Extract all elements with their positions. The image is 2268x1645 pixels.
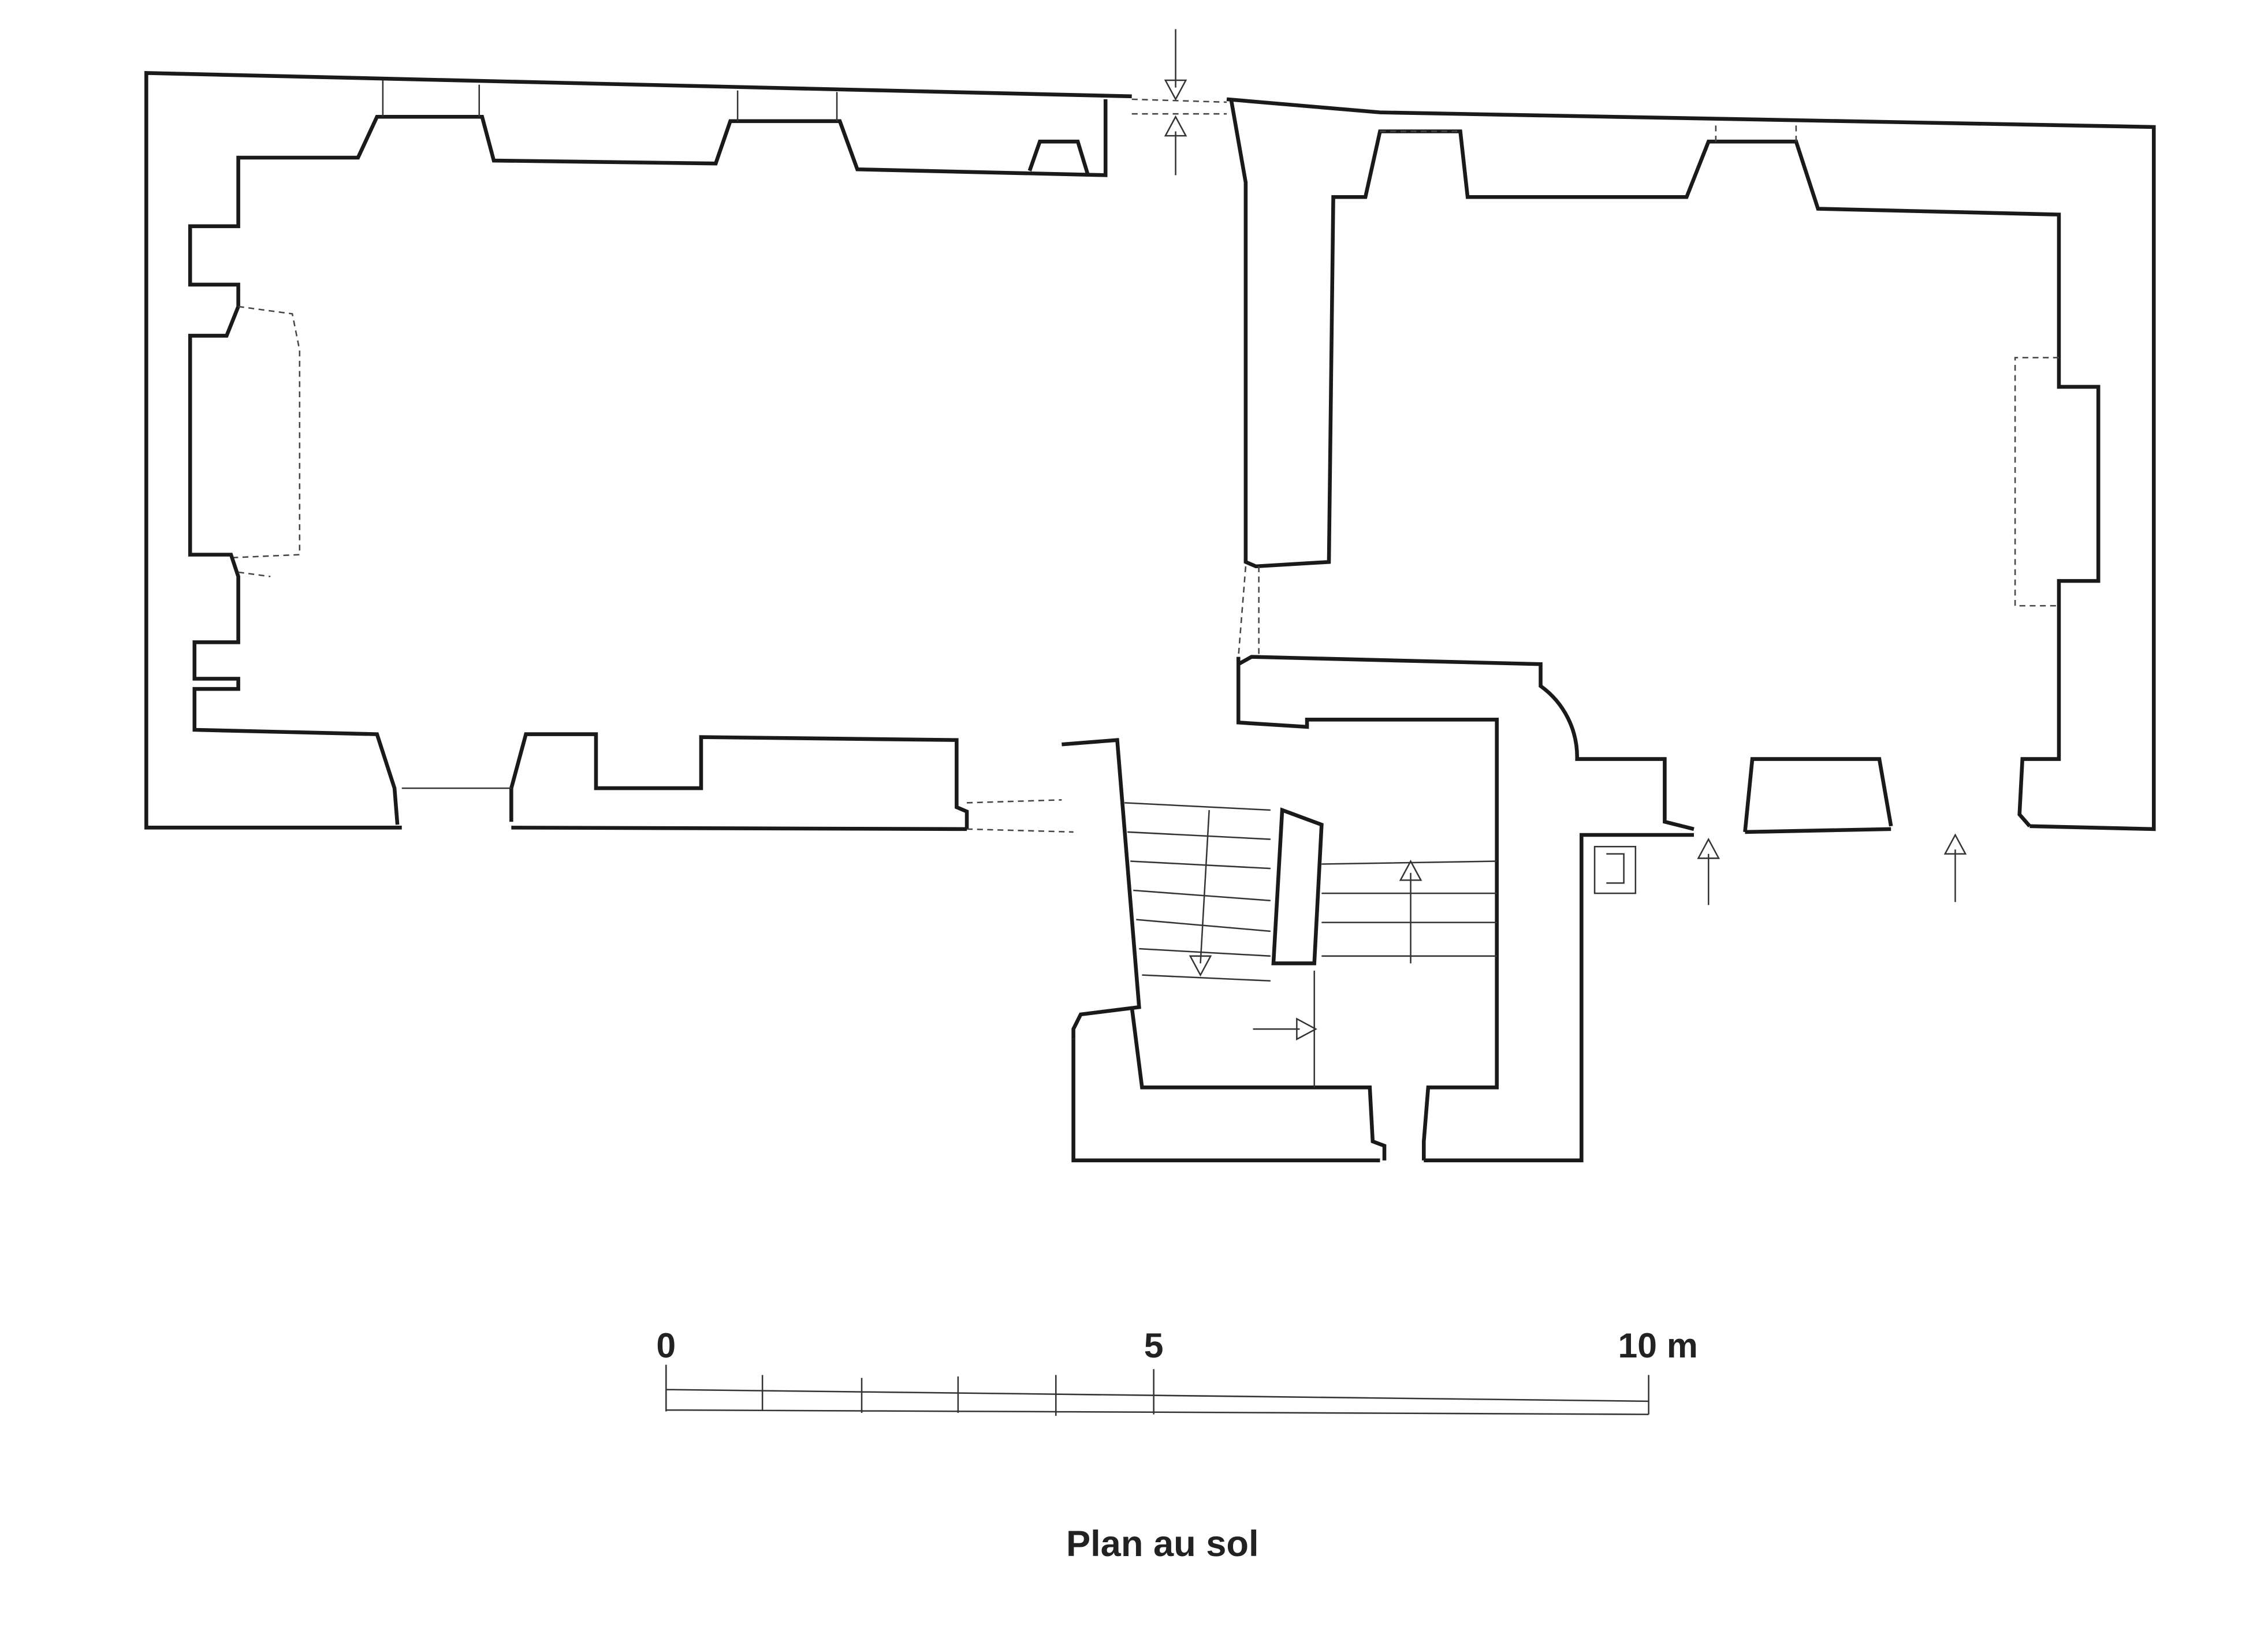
right-room-inner-wall [1229,99,2101,833]
left-room-inner-wall [188,99,1108,829]
scale-bar-lines [665,1364,1649,1416]
window-niche [1027,139,1090,176]
stair-steps [1124,802,1497,1088]
corner-niche [1593,845,1637,894]
arrow-down [1189,810,1212,977]
corridor-wall [1236,655,1695,1161]
scale-label-5: 5 [1144,1326,1164,1365]
right-building-outer-wall [1071,97,2156,1163]
scale-label-10m: 10 m [1618,1326,1698,1365]
plan-title: Plan au sol [1066,1524,1259,1564]
entry-arrows [1164,29,1967,905]
left-window-sills [382,80,838,789]
left-building [144,71,1227,833]
scale-bar: 0 5 10 m [656,1326,1698,1416]
right-building [1062,97,2156,1163]
stair-newel [1271,807,1324,965]
right-fireplace-dashed [1237,124,2059,657]
left-building-outer-wall [144,71,1132,831]
arrow-up [1399,859,1422,964]
left-fireplace-dashed [233,305,301,577]
stair-tower-inner [1062,738,1387,1161]
staircase [1124,29,1967,1088]
arrow-right [1253,1017,1317,1041]
door-gap-dashed [967,98,1227,833]
scale-label-0: 0 [656,1326,676,1365]
